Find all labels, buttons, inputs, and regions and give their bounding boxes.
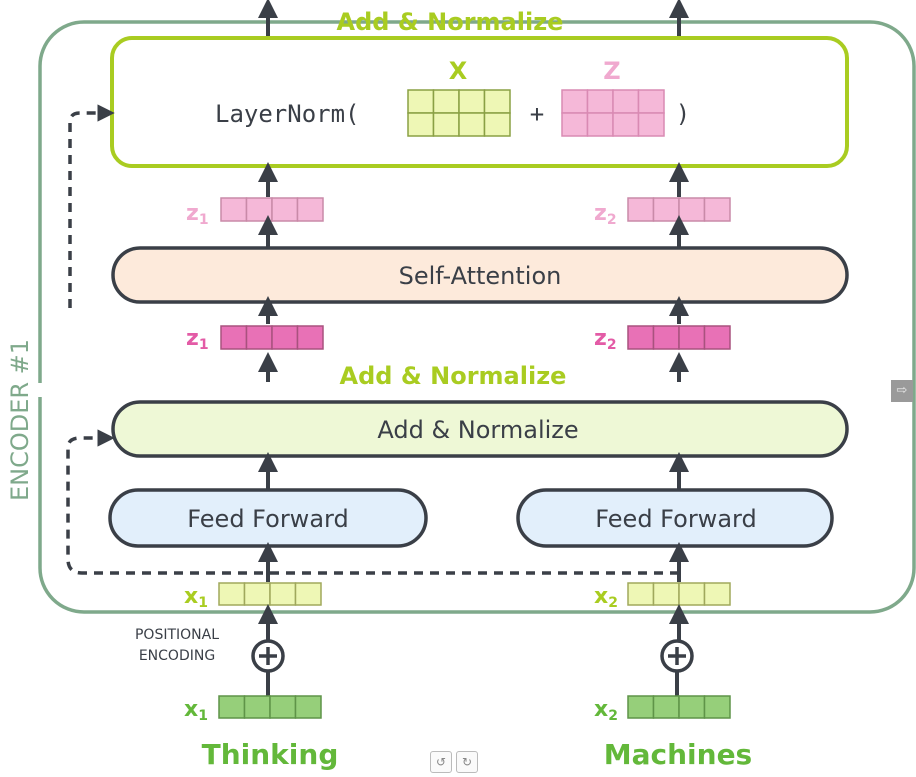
vector-cell: [294, 695, 322, 719]
encoder-border: [38, 20, 916, 614]
x2-green-label: x2: [594, 697, 618, 724]
word-machines: Machines: [604, 738, 752, 771]
vector-cell: [637, 112, 665, 137]
vector-cell: [407, 89, 435, 114]
add-normalize-label: Add & Normalize: [377, 416, 578, 444]
z-matrix-label: Z: [603, 57, 620, 85]
vector-cell: [678, 695, 706, 719]
self-attention-label: Self-Attention: [399, 262, 562, 290]
vector-cell: [432, 112, 460, 137]
z2-light-label: z2: [594, 201, 617, 228]
vector-cell: [637, 89, 665, 114]
vector-cell: [627, 695, 655, 719]
next-arrow-icon[interactable]: ⇨: [891, 380, 913, 402]
z2-dark-vector: [627, 325, 731, 350]
z1-dark-vector: [220, 325, 324, 350]
vector-cell: [245, 325, 273, 350]
residual-connection-bottom: [66, 429, 679, 575]
vector-cell: [627, 197, 655, 222]
vector-cell: [271, 197, 299, 222]
vector-cell: [703, 582, 731, 606]
vector-cell: [218, 695, 246, 719]
vector-cell: [220, 325, 248, 350]
x-matrix-label: X: [449, 57, 468, 85]
plus-circle-icon: [251, 639, 285, 673]
vector-cell: [678, 197, 706, 222]
layer-norm-suffix: ): [676, 100, 690, 128]
vector-cell: [296, 197, 324, 222]
z1-dark-label: z1: [186, 326, 209, 353]
residual-connection-top: [68, 104, 115, 308]
x2-light-vector: [627, 582, 731, 606]
undo-icon[interactable]: ↺: [430, 751, 452, 773]
vector-cell: [271, 325, 299, 350]
vector-cell: [561, 89, 589, 114]
z-matrix: [561, 89, 665, 137]
vector-cell: [703, 325, 731, 350]
x2-green-vector: [627, 695, 731, 719]
vector-cell: [703, 197, 731, 222]
x1-light-vector: [218, 582, 322, 606]
vector-cell: [652, 325, 680, 350]
vector-cell: [586, 112, 614, 137]
x1-green-label: x1: [184, 697, 208, 724]
vector-cell: [678, 582, 706, 606]
vector-cell: [627, 582, 655, 606]
feed-forward-label-1: Feed Forward: [187, 505, 348, 533]
vector-cell: [561, 112, 589, 137]
vector-cell: [483, 112, 511, 137]
vector-cell: [245, 197, 273, 222]
vector-cell: [678, 325, 706, 350]
redo-icon[interactable]: ↻: [456, 751, 478, 773]
positional-encoding-line-1: POSITIONAL: [135, 627, 219, 643]
x1-light-label: x1: [184, 584, 208, 611]
vector-cell: [294, 582, 322, 606]
vector-cell: [458, 89, 486, 114]
vector-cell: [458, 112, 486, 137]
word-thinking: Thinking: [202, 738, 339, 771]
vector-cell: [243, 695, 271, 719]
vector-cell: [243, 582, 271, 606]
layer-norm-prefix: LayerNorm(: [215, 100, 360, 128]
top-partial-text: Add & Normalize: [337, 8, 564, 36]
z1-light-label: z1: [186, 201, 209, 228]
vector-cell: [612, 89, 640, 114]
vector-cell: [652, 197, 680, 222]
vector-cell: [218, 582, 246, 606]
x2-light-label: x2: [594, 584, 618, 611]
plus-circle-icon: [660, 639, 694, 673]
vector-cell: [703, 695, 731, 719]
feed-forward-label-2: Feed Forward: [595, 505, 756, 533]
vector-cell: [296, 325, 324, 350]
x-matrix: [407, 89, 511, 137]
vector-cell: [612, 112, 640, 137]
x1-green-vector: [218, 695, 322, 719]
add-normalize-floating: Add & Normalize: [340, 362, 567, 390]
layer-norm-plus: +: [530, 100, 544, 128]
vector-cell: [586, 89, 614, 114]
encoder-gap: [36, 383, 68, 397]
encoder-label: ENCODER #1: [6, 339, 34, 501]
vector-cell: [652, 695, 680, 719]
vector-cell: [407, 112, 435, 137]
vector-cell: [483, 89, 511, 114]
vector-cell: [652, 582, 680, 606]
vector-cell: [220, 197, 248, 222]
vector-cell: [627, 325, 655, 350]
vector-cell: [269, 582, 297, 606]
z1-light-vector: [220, 197, 324, 222]
z2-dark-label: z2: [594, 326, 617, 353]
vector-cell: [432, 89, 460, 114]
positional-encoding-line-2: ENCODING: [139, 648, 215, 664]
z2-light-vector: [627, 197, 731, 222]
vector-cell: [269, 695, 297, 719]
add-normalize-box: [111, 400, 849, 458]
self-attention-box: [111, 246, 849, 304]
